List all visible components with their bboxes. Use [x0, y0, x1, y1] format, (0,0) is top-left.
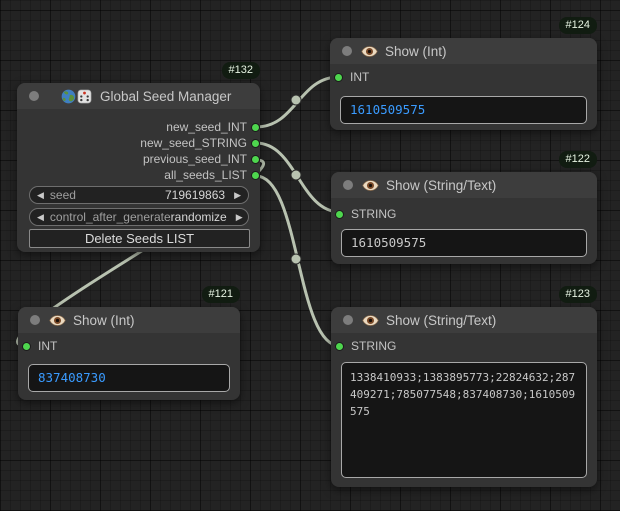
node-title-bar[interactable]: Show (Int): [18, 307, 240, 333]
input-port-string[interactable]: [335, 209, 344, 219]
collapse-dot[interactable]: [30, 315, 40, 325]
input-row-string: STRING: [331, 206, 597, 222]
output-label: all_seeds_LIST: [164, 168, 247, 182]
node-title: Show (Int): [385, 43, 447, 59]
widget-value[interactable]: randomize: [170, 210, 227, 224]
input-port-string[interactable]: [335, 341, 344, 351]
globe-icon: [61, 89, 76, 104]
output-ports: new_seed_INT new_seed_STRING previous_se…: [17, 119, 260, 183]
node-show-string-122[interactable]: #122 Show (String/Text) STRING 161050957…: [331, 151, 597, 264]
string-value-display[interactable]: 1610509575: [341, 229, 587, 257]
dice-icon: [77, 89, 92, 104]
input-row-int: INT: [18, 338, 240, 354]
int-value-display[interactable]: 837408730: [28, 364, 230, 392]
input-row-int: INT: [330, 69, 597, 85]
node-show-int-124[interactable]: #124 Show (Int) INT 1610509575: [330, 17, 597, 130]
output-port-previous-seed-int[interactable]: [251, 154, 260, 164]
output-label: new_seed_STRING: [140, 136, 247, 150]
node-global-seed-manager[interactable]: #132 Global Seed Manager new_seed_INT ne…: [17, 62, 260, 252]
output-row-new-seed-int: new_seed_INT: [17, 119, 260, 135]
node-id-badge: #123: [558, 286, 597, 303]
seed-widget[interactable]: ◀ seed 719619863 ▶: [29, 186, 249, 204]
node-title-bar[interactable]: Show (String/Text): [331, 172, 597, 198]
eye-icon: [49, 314, 66, 327]
input-label: STRING: [351, 207, 397, 221]
node-id-badge: #121: [201, 286, 240, 303]
eye-icon: [362, 179, 379, 192]
collapse-dot[interactable]: [29, 91, 39, 101]
node-title: Show (Int): [73, 312, 135, 328]
output-row-all-seeds-list: all_seeds_LIST: [17, 167, 260, 183]
output-label: previous_seed_INT: [142, 152, 247, 166]
node-title: Global Seed Manager: [100, 88, 232, 104]
decrement-arrow-icon[interactable]: ◀: [37, 189, 44, 200]
string-value-display[interactable]: 1338410933;1383895773;22824632;287409271…: [341, 362, 587, 478]
output-row-new-seed-string: new_seed_STRING: [17, 135, 260, 151]
eye-icon: [361, 45, 378, 58]
int-value-display[interactable]: 1610509575: [340, 96, 587, 124]
output-port-all-seeds-list[interactable]: [251, 170, 260, 180]
node-show-int-121[interactable]: #121 Show (Int) INT 837408730: [18, 286, 240, 400]
increment-arrow-icon[interactable]: ▶: [234, 189, 241, 200]
increment-arrow-icon[interactable]: ▶: [235, 211, 243, 222]
delete-seeds-list-button[interactable]: Delete Seeds LIST: [29, 229, 250, 248]
widget-value[interactable]: 719619863: [165, 188, 226, 202]
decrement-arrow-icon[interactable]: ◀: [37, 211, 44, 222]
output-port-new-seed-string[interactable]: [251, 138, 260, 148]
node-title-bar[interactable]: Global Seed Manager: [17, 83, 260, 109]
output-row-previous-seed-int: previous_seed_INT: [17, 151, 260, 167]
widget-label: control_after_generate: [49, 210, 171, 224]
link-midpoint-dot: [290, 169, 302, 181]
output-port-new-seed-int[interactable]: [251, 122, 260, 132]
output-label: new_seed_INT: [166, 120, 247, 134]
link-midpoint-dot: [290, 94, 302, 106]
node-id-badge: #122: [558, 151, 597, 168]
input-row-string: STRING: [331, 338, 597, 354]
widget-label: seed: [49, 188, 76, 202]
input-port-int[interactable]: [22, 341, 31, 351]
input-port-int[interactable]: [334, 72, 343, 82]
node-id-badge: #124: [558, 17, 597, 34]
collapse-dot[interactable]: [342, 46, 352, 56]
eye-icon: [362, 314, 379, 327]
collapse-dot[interactable]: [343, 180, 353, 190]
link-midpoint-dot: [290, 253, 302, 265]
node-id-badge: #132: [221, 62, 260, 79]
node-show-string-123[interactable]: #123 Show (String/Text) STRING 133841093…: [331, 286, 597, 487]
collapse-dot[interactable]: [343, 315, 353, 325]
node-title: Show (String/Text): [386, 177, 497, 193]
control-after-generate-widget[interactable]: ◀ control_after_generate randomize ▶: [29, 208, 249, 226]
input-label: INT: [38, 339, 58, 353]
node-title-bar[interactable]: Show (Int): [330, 38, 597, 64]
node-title: Show (String/Text): [386, 312, 497, 328]
input-label: INT: [350, 70, 370, 84]
node-title-bar[interactable]: Show (String/Text): [331, 307, 597, 333]
input-label: STRING: [351, 339, 397, 353]
